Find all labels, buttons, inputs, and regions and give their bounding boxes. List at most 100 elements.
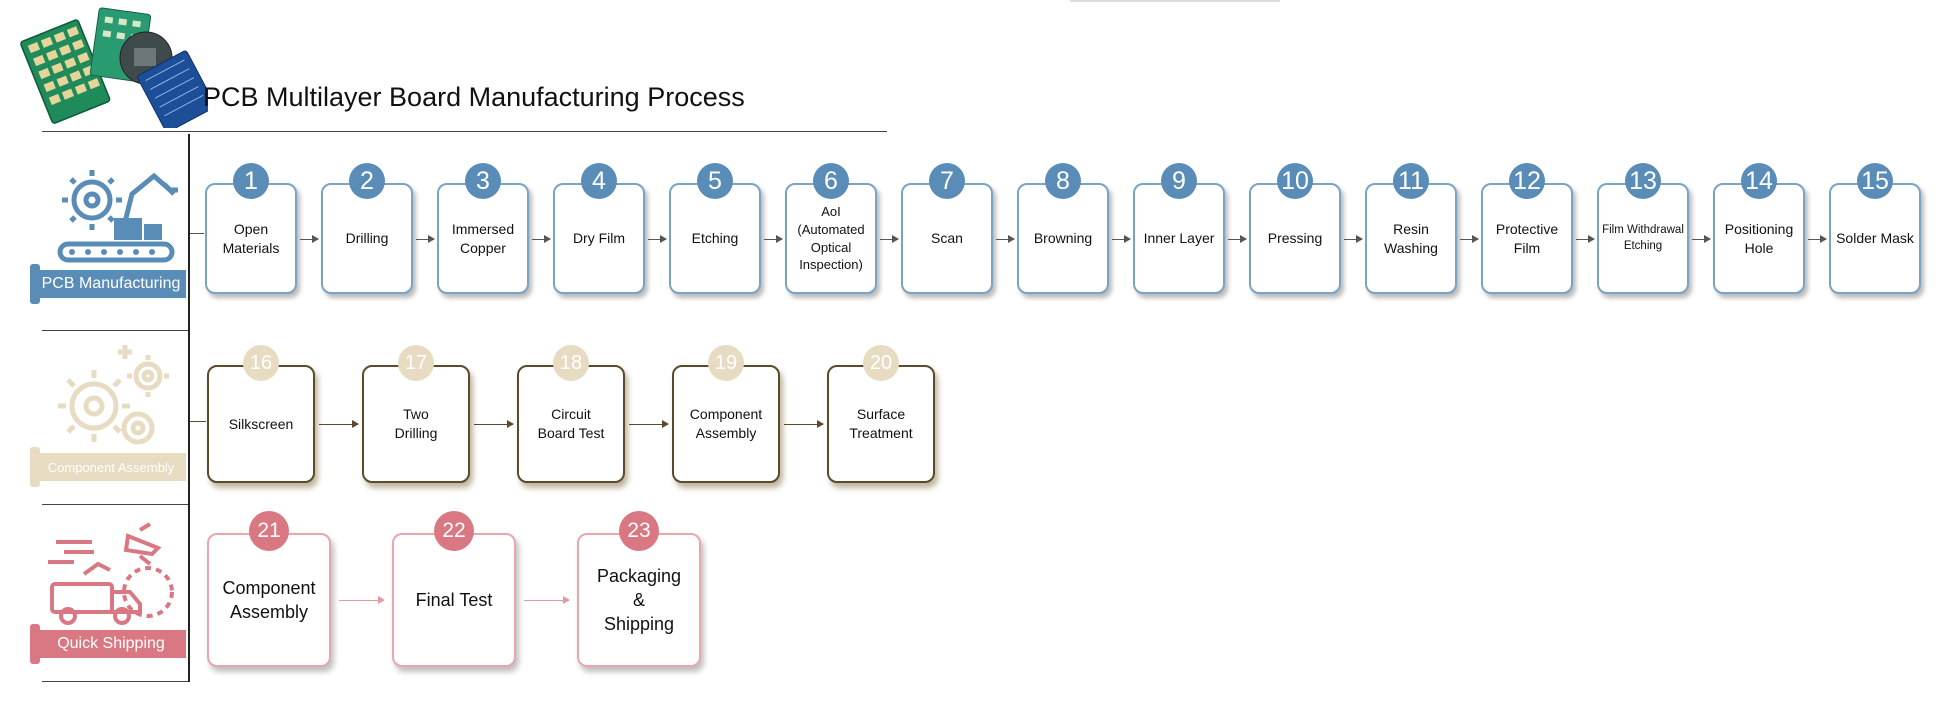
- flow-arrow: [1808, 234, 1827, 243]
- flow-arrow: [1228, 234, 1247, 243]
- section-label: Quick Shipping: [36, 630, 186, 658]
- step-label: Browning: [1033, 230, 1093, 247]
- flow-arrow: [1692, 234, 1711, 243]
- step-card-2: Drilling: [321, 183, 413, 294]
- section-label: PCB Manufacturing: [36, 270, 186, 298]
- step-card-11: Resin Washing: [1365, 183, 1457, 294]
- step-number-badge: 9: [1161, 163, 1197, 199]
- step-number-badge: 12: [1509, 163, 1545, 199]
- step-card-16: Silkscreen: [207, 365, 315, 483]
- delivery-truck-airplane-icon: [48, 522, 174, 625]
- step-number-badge: 18: [553, 345, 589, 381]
- flow-arrow: [319, 420, 359, 428]
- step-card-13: Film Withdrawal Etching: [1597, 183, 1689, 294]
- step-label: Dry Film: [572, 230, 626, 247]
- step-label: Two Drilling: [394, 406, 438, 441]
- step-number-badge: 6: [813, 163, 849, 199]
- step-label: AoI (Automated Optical Inspection): [797, 204, 865, 273]
- step-label: Etching: [691, 230, 739, 247]
- step-card-6: AoI (Automated Optical Inspection): [785, 183, 877, 294]
- step-card-7: Scan: [901, 183, 993, 294]
- gears-icon: [58, 345, 169, 445]
- flow-arrow: [300, 234, 319, 243]
- step-card-15: Solder Mask: [1829, 183, 1921, 294]
- section-separator: [42, 681, 188, 682]
- section-separator: [42, 504, 188, 505]
- step-card-17: Two Drilling: [362, 365, 470, 483]
- step-label: Drilling: [345, 230, 389, 247]
- step-card-9: Inner Layer: [1133, 183, 1225, 294]
- step-number-badge: 4: [581, 163, 617, 199]
- flow-arrow: [1112, 234, 1131, 243]
- step-card-20: Surface Treatment: [827, 365, 935, 483]
- step-label: Silkscreen: [228, 415, 294, 432]
- step-label: Open Materials: [222, 220, 280, 256]
- title-underline: [42, 131, 887, 132]
- step-number-badge: 21: [249, 511, 289, 551]
- flow-arrow: [532, 234, 551, 243]
- flow-arrow: [1576, 234, 1595, 243]
- step-card-12: Protective Film: [1481, 183, 1573, 294]
- section-divider-vertical: [188, 134, 190, 682]
- flow-arrow: [1460, 234, 1479, 243]
- step-card-10: Pressing: [1249, 183, 1341, 294]
- top-divider: [1070, 0, 1280, 2]
- step-number-badge: 1: [233, 163, 269, 199]
- flow-arrow: [648, 234, 667, 243]
- step-label: Packaging & Shipping: [596, 565, 682, 635]
- step-card-4: Dry Film: [553, 183, 645, 294]
- step-label: Positioning Hole: [1724, 220, 1794, 256]
- flow-arrow: [474, 420, 514, 428]
- flow-arrow: [1344, 234, 1363, 243]
- step-card-22: Final Test: [392, 533, 516, 667]
- section-separator: [42, 330, 188, 331]
- step-label: Scan: [931, 230, 963, 247]
- flow-arrow: [764, 234, 783, 243]
- step-number-badge: 7: [929, 163, 965, 199]
- connector-line: [190, 233, 204, 234]
- step-label: Pressing: [1267, 230, 1323, 247]
- flow-arrow: [996, 234, 1015, 243]
- page-title: PCB Multilayer Board Manufacturing Proce…: [203, 82, 745, 112]
- flow-arrow: [629, 420, 669, 428]
- step-label: Solder Mask: [1836, 230, 1914, 247]
- step-number-badge: 8: [1045, 163, 1081, 199]
- step-number-badge: 23: [619, 511, 659, 551]
- step-number-badge: 17: [398, 345, 434, 381]
- step-number-badge: 22: [434, 511, 474, 551]
- step-label: Immersed Copper: [451, 220, 515, 256]
- flow-arrow: [416, 234, 435, 243]
- step-card-19: Component Assembly: [672, 365, 780, 483]
- step-number-badge: 15: [1857, 163, 1893, 199]
- step-number-badge: 13: [1625, 163, 1661, 199]
- step-card-18: Circuit Board Test: [517, 365, 625, 483]
- step-card-23: Packaging & Shipping: [577, 533, 701, 667]
- step-label: Resin Washing: [1384, 220, 1438, 256]
- step-number-badge: 16: [243, 345, 279, 381]
- flow-arrow: [784, 420, 824, 428]
- section-label: Component Assembly: [36, 453, 186, 481]
- step-number-badge: 3: [465, 163, 501, 199]
- step-number-badge: 14: [1741, 163, 1777, 199]
- step-card-14: Positioning Hole: [1713, 183, 1805, 294]
- step-number-badge: 20: [863, 345, 899, 381]
- step-number-badge: 11: [1393, 163, 1429, 199]
- step-card-21: Component Assembly: [207, 533, 331, 667]
- flow-arrow: [339, 596, 385, 604]
- step-label: Circuit Board Test: [537, 406, 605, 441]
- step-label: Surface Treatment: [849, 406, 913, 441]
- step-card-5: Etching: [669, 183, 761, 294]
- step-label: Component Assembly: [689, 406, 763, 441]
- robotic-arm-factory-icon: [57, 170, 178, 263]
- step-number-badge: 2: [349, 163, 385, 199]
- section-tag-assembly: Component Assembly: [30, 447, 186, 487]
- step-label: Protective Film: [1495, 220, 1559, 256]
- step-card-3: Immersed Copper: [437, 183, 529, 294]
- step-card-8: Browning: [1017, 183, 1109, 294]
- section-tag-manufacturing: PCB Manufacturing: [30, 264, 186, 304]
- step-label: Final Test: [415, 589, 493, 610]
- flow-arrow: [880, 234, 899, 243]
- step-label: Film Withdrawal Etching: [1602, 223, 1684, 252]
- flow-arrow: [524, 596, 570, 604]
- step-label: Inner Layer: [1143, 230, 1215, 247]
